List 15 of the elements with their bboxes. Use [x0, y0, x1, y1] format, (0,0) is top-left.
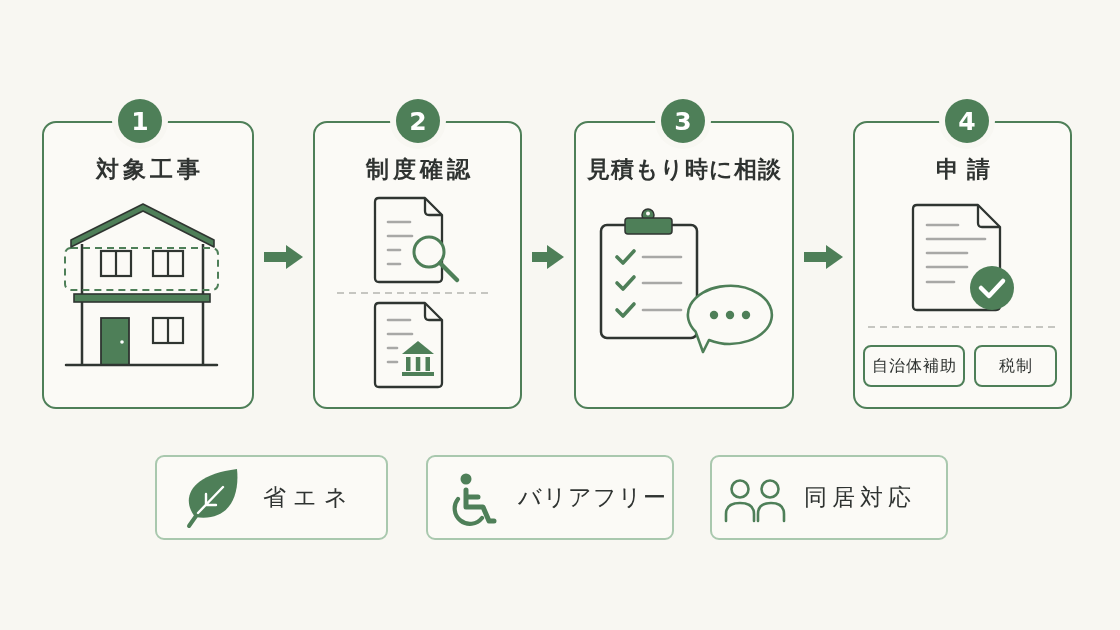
feature-box	[155, 455, 388, 540]
arrow	[804, 245, 843, 269]
arrow	[264, 245, 303, 269]
arrow	[532, 245, 564, 269]
feature-label: 同居対応	[804, 484, 916, 512]
step-title: 申請	[935, 156, 998, 184]
step-title: 制度確認	[365, 156, 474, 184]
step-title: 見積もり時に相談	[587, 156, 782, 184]
step-title: 対象工事	[96, 156, 204, 184]
feature-box	[426, 455, 674, 540]
feature-label: バリアフリー	[518, 484, 667, 512]
feature-box	[710, 455, 948, 540]
feature-label: 省エネ	[263, 484, 355, 512]
option-tag: 税制	[974, 345, 1057, 387]
option-tag: 自治体補助	[863, 345, 965, 387]
